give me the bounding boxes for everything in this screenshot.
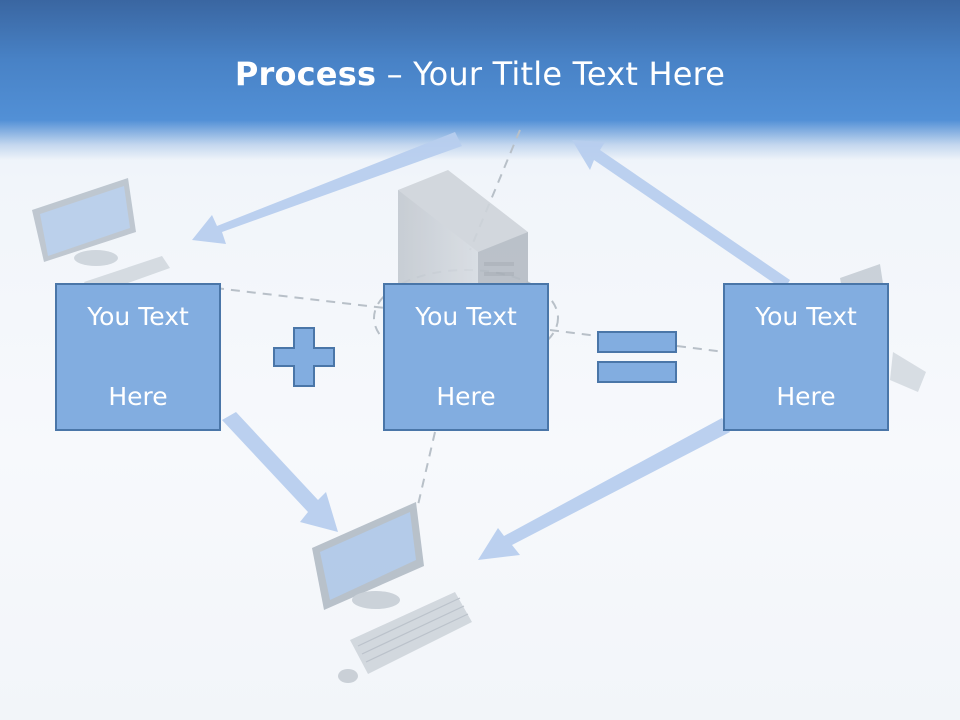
plus-icon [273,327,335,387]
process-box-text: Here [436,382,496,411]
page-title: Process – Your Title Text Here [234,55,726,93]
equals-icon [597,331,677,383]
process-box-text: You Text [87,302,189,331]
process-arrows [192,132,790,560]
process-box-text: You Text [755,302,857,331]
process-box-text: Here [108,382,168,411]
computer-bottom-icon [312,502,472,683]
process-box-left: You Text Here [55,283,221,431]
header-banner [0,0,960,160]
process-box-right: You Text Here [723,283,889,431]
process-box-text: Here [776,382,836,411]
process-box-center: You Text Here [383,283,549,431]
process-box-text: You Text [415,302,517,331]
